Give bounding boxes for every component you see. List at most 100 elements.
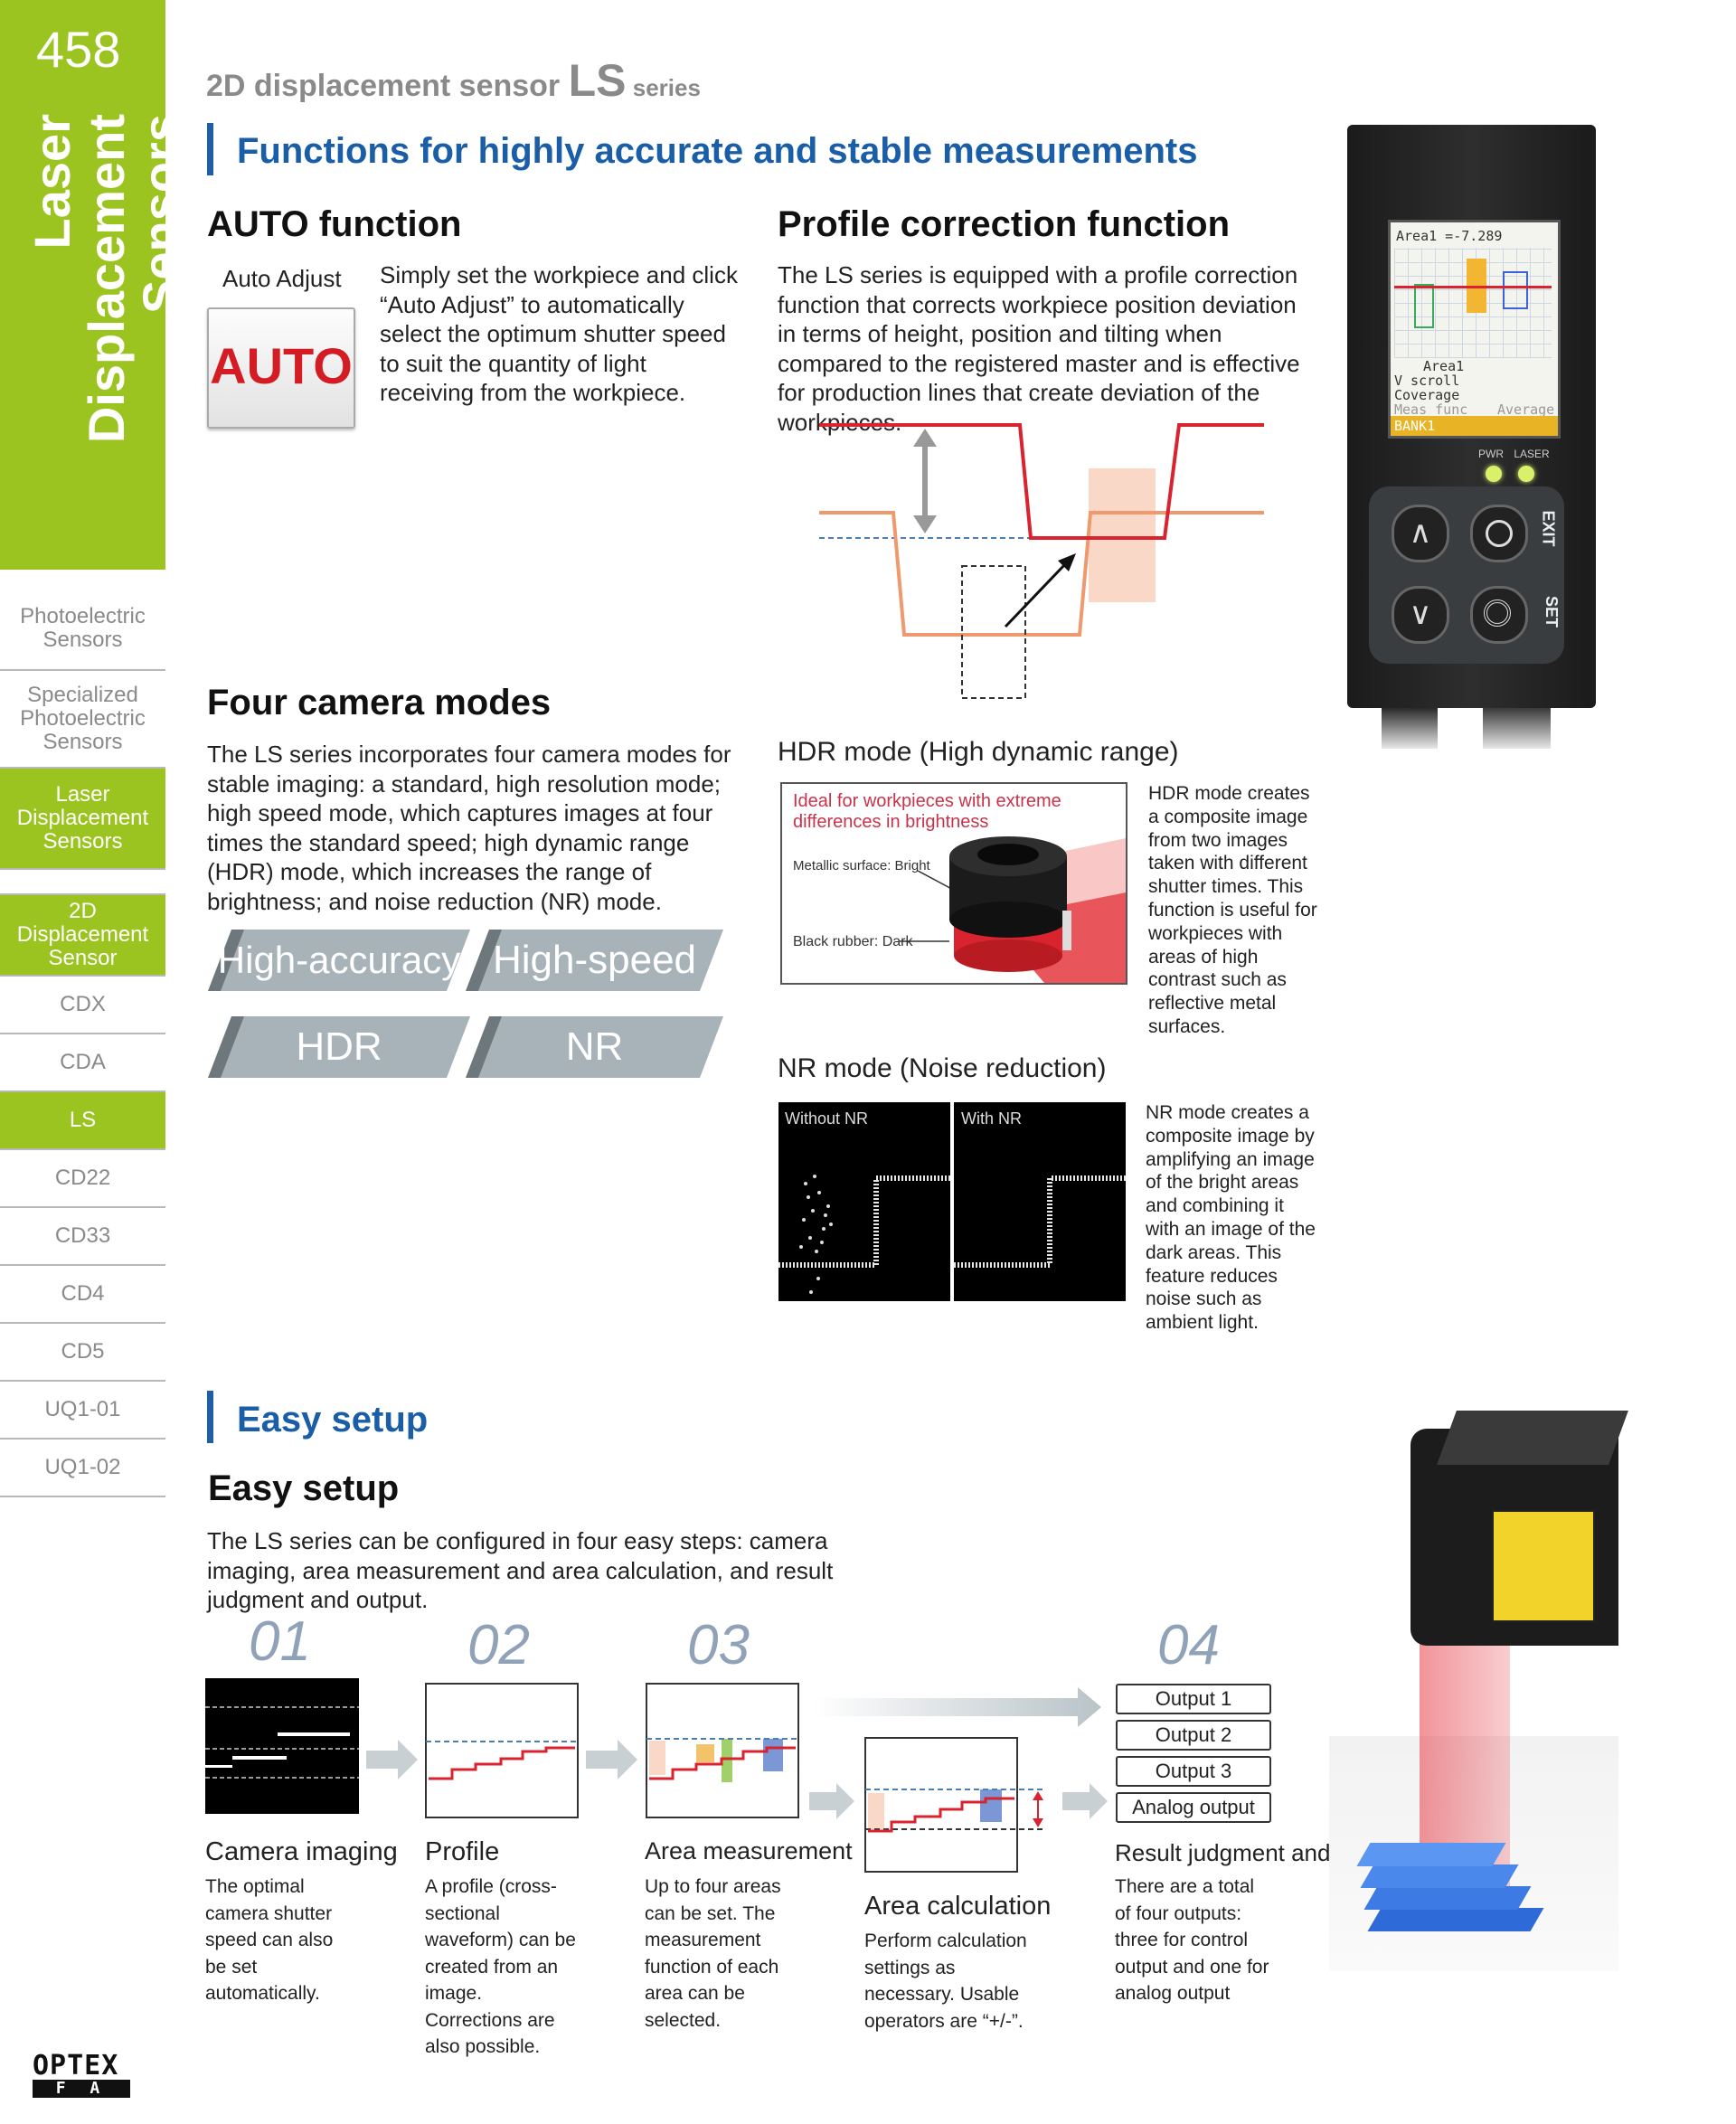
sidebar-item-uq1-01[interactable]: UQ1-01 <box>0 1382 165 1440</box>
sensor-head-top <box>1437 1411 1628 1465</box>
step-profile-title: Profile <box>425 1837 500 1866</box>
sidebar-item-cdx[interactable]: CDX <box>0 977 165 1034</box>
sidebar-item-label: LS <box>69 1108 97 1132</box>
sidebar-item-cd22[interactable]: CD22 <box>0 1150 165 1208</box>
optex-fa-logo: OPTEX F A <box>33 2053 134 2098</box>
sidebar-item-cda[interactable]: CDA <box>0 1034 165 1092</box>
sidebar-item-laser-displacement[interactable]: Laser Displacement Sensors <box>0 769 165 870</box>
title-prefix: 2D displacement sensor <box>206 69 569 103</box>
sidebar-item-label: Photoelectric Sensors <box>20 604 146 652</box>
category-title-line1: Laser Displacement <box>24 114 135 444</box>
height-arrow-up <box>913 429 937 447</box>
blue-block <box>1367 1908 1544 1931</box>
screen-status-bar: BANK1 <box>1391 416 1558 436</box>
hdr-workpiece-image <box>900 836 1126 983</box>
pwr-led <box>1486 466 1502 482</box>
nr-with-label: With NR <box>961 1109 1022 1128</box>
sidebar-item-label: CD22 <box>54 1166 111 1190</box>
mode-label: High-speed <box>492 938 697 982</box>
sidebar-item-label: Laser Displacement Sensors <box>16 782 149 854</box>
sidebar-item-label: CDX <box>60 992 106 1016</box>
mode-badge-shape <box>208 930 470 991</box>
step-area-measurement-title: Area measurement <box>645 1837 853 1864</box>
camera-modes-text: The LS series incorporates four camera m… <box>207 741 731 915</box>
hdr-label-dark: Black rubber: Dark <box>793 934 913 949</box>
sidebar-item-label: CD4 <box>61 1281 105 1306</box>
auto-adjust-caption: Auto Adjust <box>222 265 342 292</box>
nr-mode-text: NR mode creates a composite image by amp… <box>1146 1102 1316 1334</box>
camera-modes-heading: Four camera modes <box>207 683 552 722</box>
warning-label <box>1492 1510 1595 1622</box>
blue-block <box>1360 1864 1519 1888</box>
sidebar-item-ls[interactable]: LS <box>0 1092 165 1150</box>
output-2-box: Output 2 <box>1116 1720 1271 1751</box>
sidebar-item-uq1-02[interactable]: UQ1-02 <box>0 1440 165 1497</box>
step1-camera-lines <box>205 1706 359 1779</box>
logo-fa: F A <box>33 2080 130 2098</box>
title-model: LS <box>568 55 627 106</box>
mode-high-accuracy: High-accuracy <box>208 930 470 991</box>
section-bar <box>207 1391 213 1443</box>
section-title-easy-setup: Easy setup <box>237 1400 429 1440</box>
section-title-functions: Functions for highly accurate and stable… <box>237 131 1198 171</box>
sidebar-item-2d-displacement[interactable]: 2D Displacement Sensor <box>0 893 165 977</box>
hdr-mode-text: HDR mode creates a composite image from … <box>1148 783 1317 1037</box>
step-area-measurement-text: Up to four areas can be set. The measure… <box>645 1876 781 2031</box>
step-number-01: 01 <box>249 1610 311 1673</box>
hdr-label-bright: Metallic surface: Bright <box>793 858 930 873</box>
workpiece-area-highlight <box>1089 468 1156 602</box>
exit-key-button[interactable] <box>1470 505 1528 562</box>
output-1-box: Output 1 <box>1116 1684 1271 1714</box>
logo-optex: OPTEX <box>33 2050 119 2082</box>
set-target-icon <box>1484 599 1511 627</box>
mode-badge-shape <box>208 1016 470 1078</box>
up-key-button[interactable]: ∧ <box>1392 505 1449 562</box>
screen-menu-vscroll: V scroll <box>1394 373 1460 389</box>
sidebar-item-label: UQ1-02 <box>44 1455 121 1479</box>
height-arrow-down <box>913 515 937 533</box>
screen-measurement: Area1 =-7.289 <box>1396 228 1503 244</box>
blue-block <box>1363 1886 1532 1910</box>
sidebar-item-cd5[interactable]: CD5 <box>0 1324 165 1382</box>
sidebar-item-label: Specialized Photoelectric Sensors <box>20 683 146 754</box>
nr-with-profile <box>954 1175 1126 1268</box>
shift-arrow <box>1004 562 1067 628</box>
correction-window <box>961 565 1026 699</box>
step-number-03: 03 <box>687 1614 750 1676</box>
down-key-button[interactable]: ∨ <box>1392 586 1449 644</box>
step-area-calculation-title: Area calculation <box>864 1892 1052 1921</box>
blue-block <box>1356 1843 1506 1866</box>
shift-arrow-head <box>1058 553 1076 571</box>
step2-profile-image <box>425 1683 579 1818</box>
hdr-illustration: Ideal for workpieces with extreme differ… <box>780 782 1127 985</box>
screen-graph-area <box>1503 271 1528 309</box>
sidebar-item-specialized[interactable]: Specialized Photoelectric Sensors <box>0 671 165 769</box>
screen-menu-area: Area1 <box>1423 358 1465 374</box>
auto-button[interactable]: AUTO <box>207 307 355 429</box>
step-number-04: 04 <box>1157 1614 1220 1676</box>
controller-keypad: ∧ ∨ EXIT SET <box>1369 486 1564 664</box>
sidebar-item-label: CD5 <box>61 1339 105 1364</box>
nr-mode-heading: NR mode (Noise reduction) <box>778 1053 1107 1083</box>
screen-graph-profile <box>1394 286 1552 288</box>
section-bar <box>207 123 213 175</box>
easy-setup-heading: Easy setup <box>208 1468 400 1508</box>
screen-bank: BANK1 <box>1394 418 1436 434</box>
cable-connector-left <box>1382 708 1438 749</box>
mode-nr: NR <box>466 1016 723 1078</box>
sidebar-item-cd33[interactable]: CD33 <box>0 1208 165 1266</box>
sidebar-category-title: Laser Displacement Sensors <box>24 114 189 548</box>
step1-camera-image <box>205 1678 359 1814</box>
sidebar-item-label: CD33 <box>54 1223 111 1248</box>
set-key-button[interactable] <box>1470 586 1528 644</box>
exit-circle-icon <box>1486 520 1513 547</box>
sidebar-item-photoelectric[interactable]: Photoelectric Sensors <box>0 588 165 671</box>
screen-graph-area <box>1414 284 1434 328</box>
sidebar-item-label: 2D Displacement Sensor <box>16 899 149 970</box>
easy-setup-text: The LS series can be configured in four … <box>207 1527 834 1613</box>
sensor-controller-photo: Area1 =-7.289 Area1 V scroll Coverage Me… <box>1347 125 1596 749</box>
auto-function-text: Simply set the workpiece and click “Auto… <box>380 261 738 406</box>
sidebar-item-label: CDA <box>60 1050 106 1074</box>
sidebar-item-cd4[interactable]: CD4 <box>0 1266 165 1324</box>
hdr-box-title: Ideal for workpieces with extreme differ… <box>793 791 1061 832</box>
